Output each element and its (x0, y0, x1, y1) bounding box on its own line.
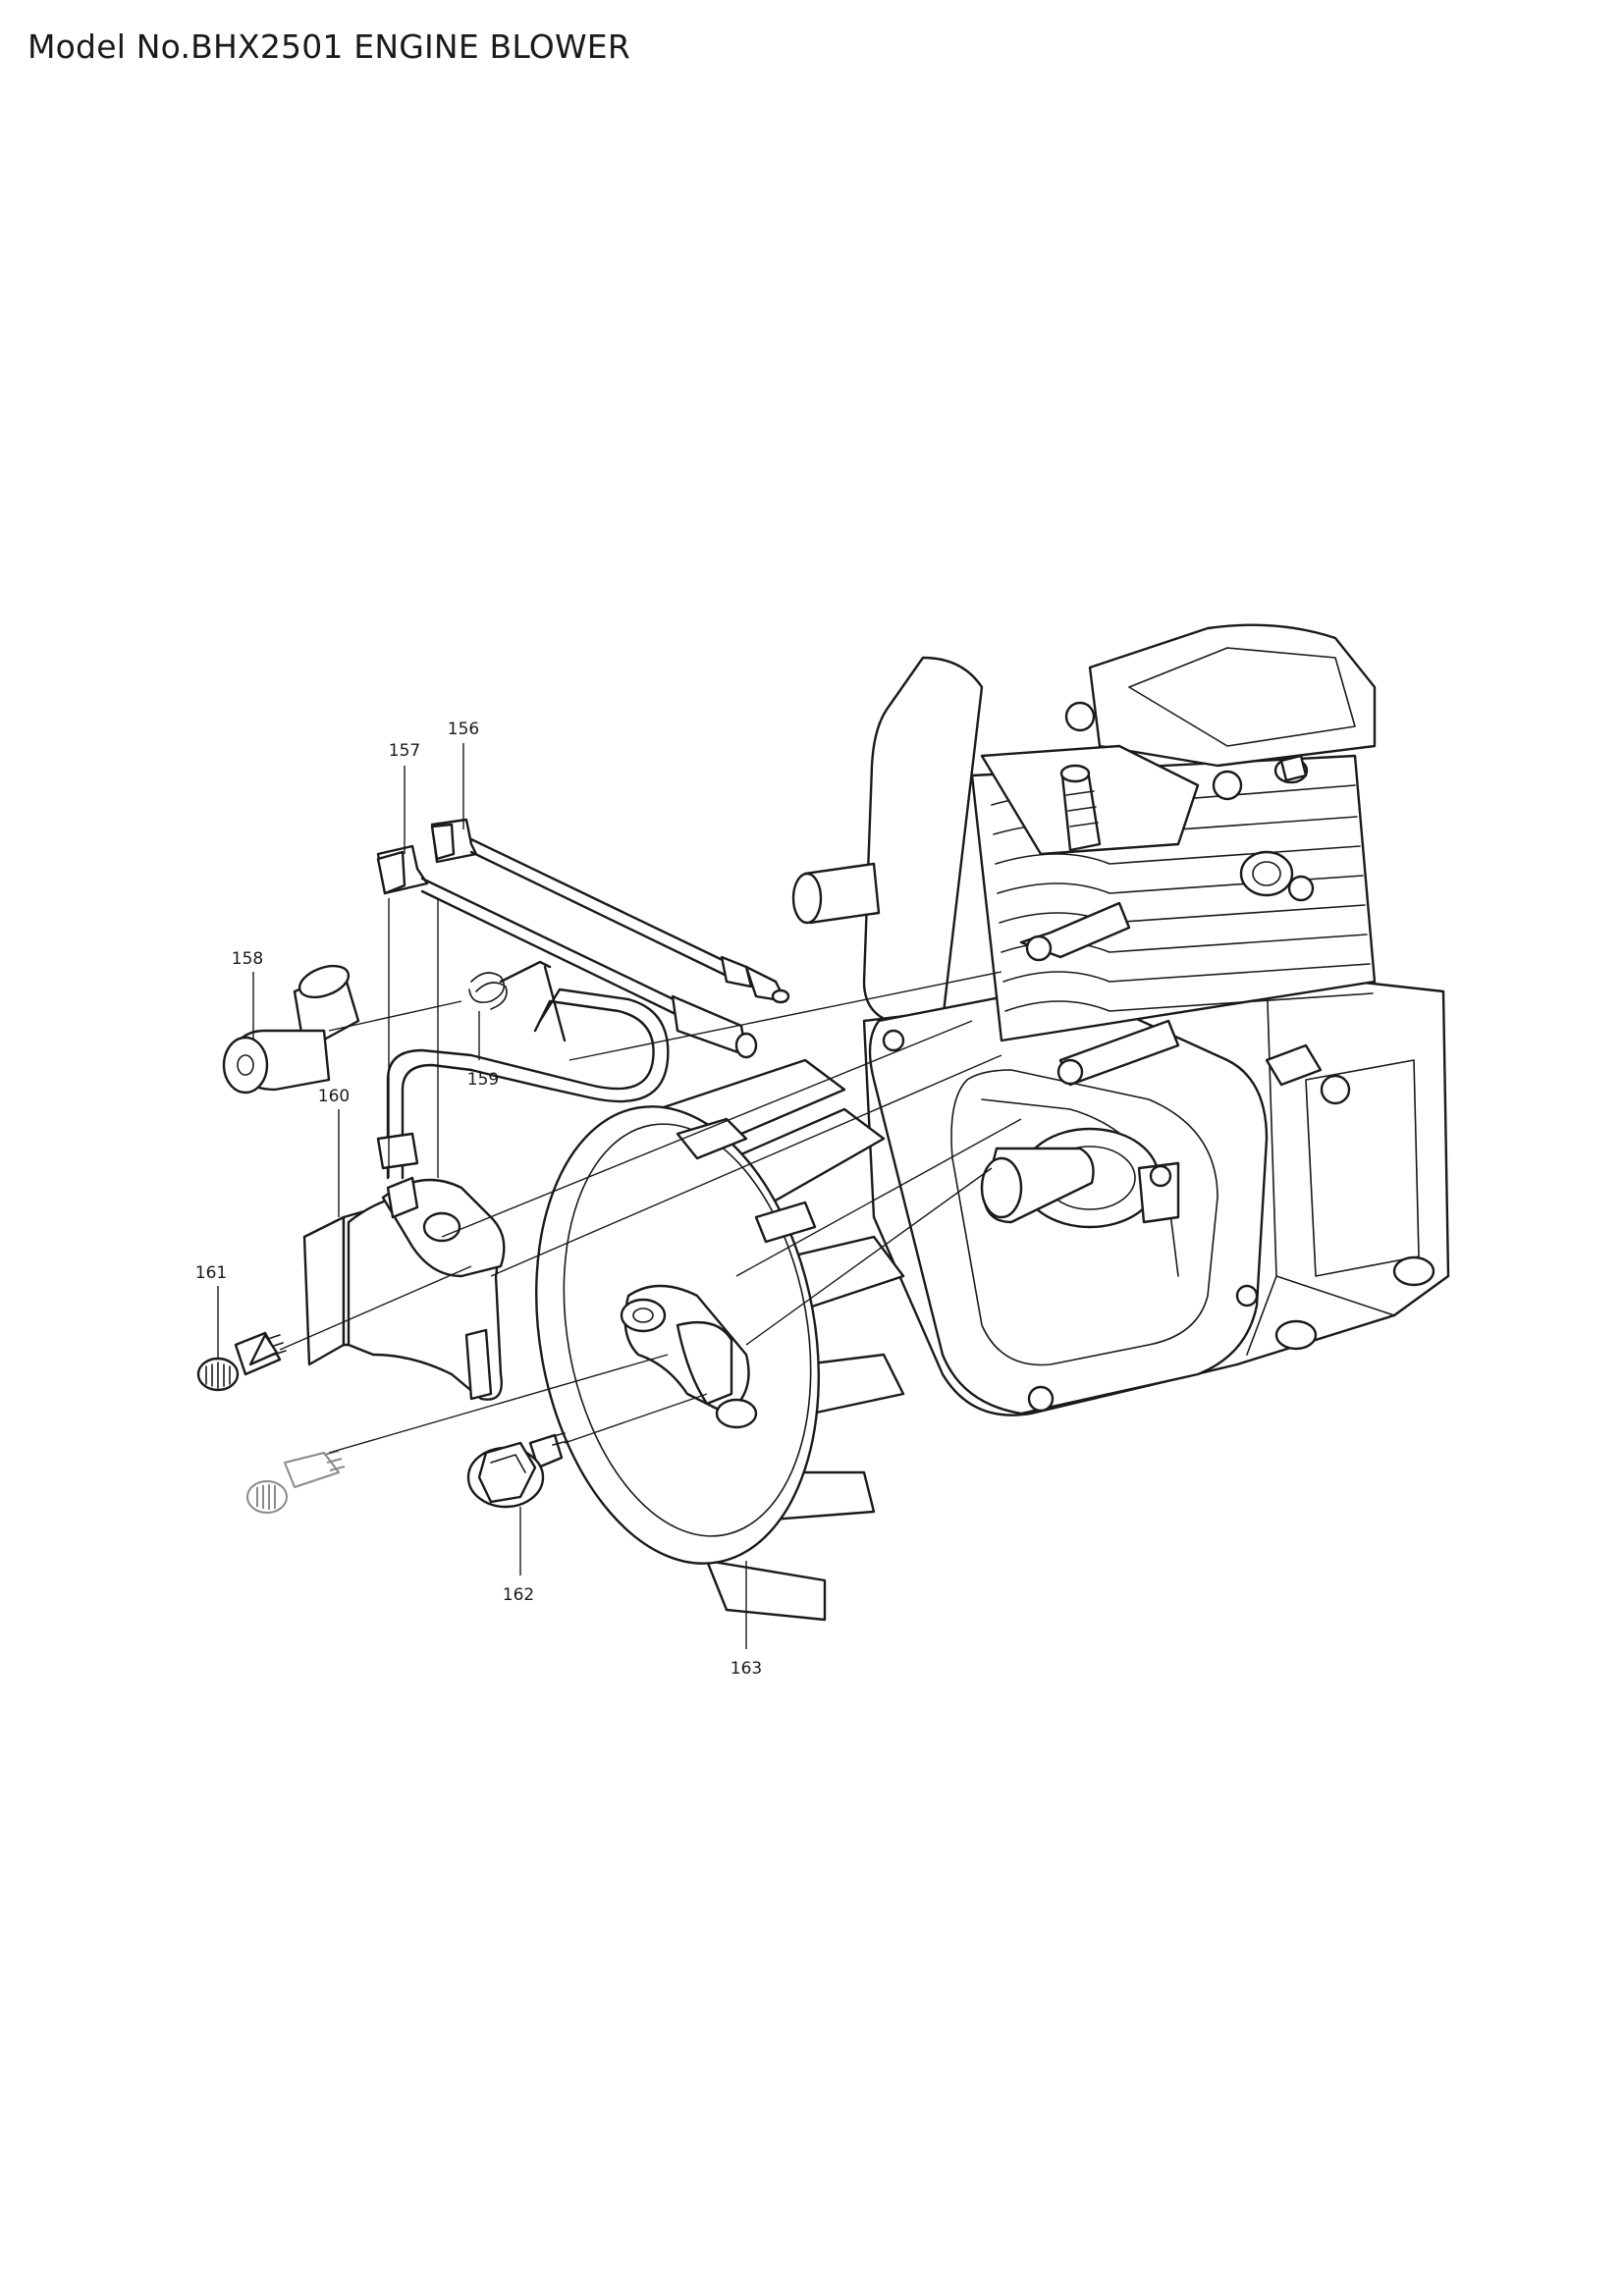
engine-block-icon (791, 623, 1450, 1416)
ground-wire-icon (376, 844, 758, 1059)
bolt-162-icon (466, 1432, 568, 1509)
screw-161-icon (196, 1331, 287, 1392)
spring-icon (468, 960, 567, 1042)
callout-163: 163 (731, 1659, 762, 1679)
callout-156: 156 (448, 720, 479, 739)
callout-157: 157 (389, 741, 420, 761)
callout-160: 160 (318, 1087, 350, 1106)
stop-wire-icon (430, 818, 790, 1004)
leader-lines (217, 743, 1022, 1649)
callout-158: 158 (232, 949, 263, 969)
callout-161: 161 (195, 1263, 227, 1283)
page-title: Model No.BHX2501 ENGINE BLOWER (27, 27, 630, 66)
flywheel-icon (535, 1058, 905, 1622)
ignition-coil-icon (302, 988, 670, 1401)
callout-159: 159 (467, 1070, 499, 1090)
callout-162: 162 (503, 1585, 534, 1605)
spark-plug-cap-icon (222, 964, 360, 1095)
screw-gray-icon (246, 1450, 346, 1514)
